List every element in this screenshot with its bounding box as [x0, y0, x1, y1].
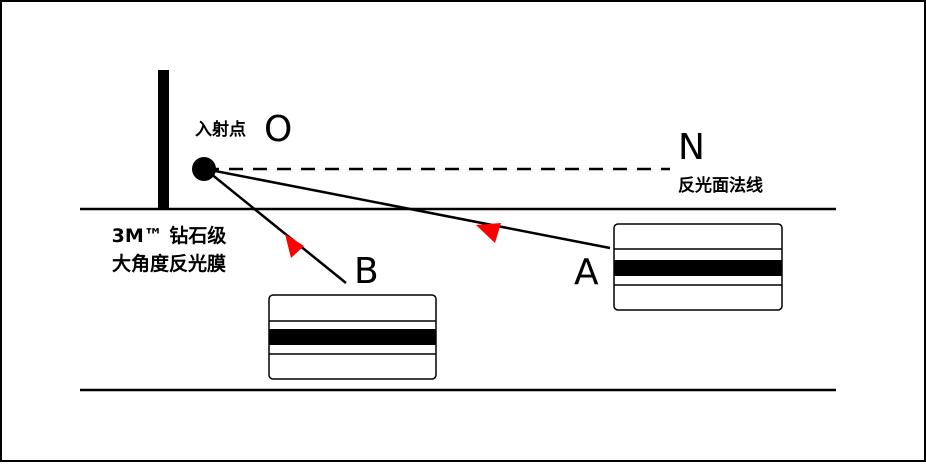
ray-a [204, 167, 611, 250]
reflective-film-post [158, 70, 169, 209]
film-label-line2: 大角度反光膜 [111, 253, 226, 275]
reflective-film-label: 3M™ 钻石级 大角度反光膜 [94, 222, 244, 278]
ray-a-arrow [476, 223, 501, 243]
vehicle-b [268, 294, 437, 380]
incident-point-dot [192, 157, 216, 181]
film-label-line1: 3M™ 钻石级 [111, 225, 227, 247]
point-o-label: O [264, 109, 293, 150]
point-b-label: B [354, 251, 379, 292]
point-n-label: N [678, 127, 705, 168]
ray-b-arrow [285, 234, 304, 258]
incident-point-label: 入射点 [195, 120, 246, 140]
ray-b [204, 168, 347, 284]
normal-line-label: 反光面法线 [678, 176, 763, 196]
point-a-label: A [574, 252, 599, 293]
vehicle-a [613, 223, 783, 311]
